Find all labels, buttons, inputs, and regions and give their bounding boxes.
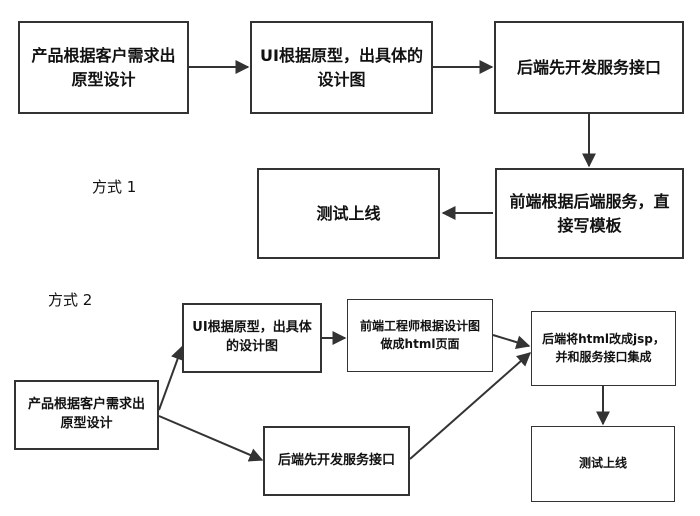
m1-test-launch-box: 测试上线 <box>257 168 440 259</box>
m2-ui-design-box: UI根据原型，出具体的设计图 <box>182 303 322 373</box>
m2-backend-integrate-text: 后端将html改成jsp，并和服务接口集成 <box>542 332 665 364</box>
m1-ui-design-text: UI根据原型，出具体的设计图 <box>260 46 423 89</box>
arrow-m2-frontend-to-integrate <box>492 334 531 350</box>
m1-frontend-template-text: 前端根据后端服务，直接写模板 <box>509 192 670 235</box>
m1-ui-design-box: UI根据原型，出具体的设计图 <box>250 21 433 114</box>
m2-frontend-html-text: 前端工程师根据设计图做成html页面 <box>359 319 480 351</box>
arrow-m2-backend-to-integrate <box>409 352 532 460</box>
m2-ui-design-text: UI根据原型，出具体的设计图 <box>192 320 312 354</box>
m2-test-launch-text: 测试上线 <box>578 456 627 471</box>
method1-label: 方式 1 <box>92 178 137 196</box>
method2-label: 方式 2 <box>48 291 93 309</box>
m2-backend-api-text: 后端先开发服务接口 <box>277 452 395 468</box>
arrow-m2-product-to-backend <box>158 415 264 462</box>
m1-backend-api-box: 后端先开发服务接口 <box>494 21 684 114</box>
m1-frontend-template-box: 前端根据后端服务，直接写模板 <box>495 168 684 259</box>
m2-test-launch-box: 测试上线 <box>531 426 675 502</box>
m1-product-prototype-box: 产品根据客户需求出原型设计 <box>18 21 189 114</box>
m2-product-prototype-box: 产品根据客户需求出原型设计 <box>14 380 159 450</box>
m1-product-prototype-text: 产品根据客户需求出原型设计 <box>31 46 176 89</box>
arrow-m2-product-to-ui <box>158 345 185 411</box>
m2-backend-integrate-box: 后端将html改成jsp，并和服务接口集成 <box>531 311 676 386</box>
m2-frontend-html-box: 前端工程师根据设计图做成html页面 <box>347 299 493 372</box>
m2-product-prototype-text: 产品根据客户需求出原型设计 <box>27 397 145 431</box>
m1-backend-api-text: 后端先开发服务接口 <box>516 57 661 77</box>
m2-backend-api-box: 后端先开发服务接口 <box>263 426 410 496</box>
m1-test-launch-text: 测试上线 <box>316 203 381 223</box>
